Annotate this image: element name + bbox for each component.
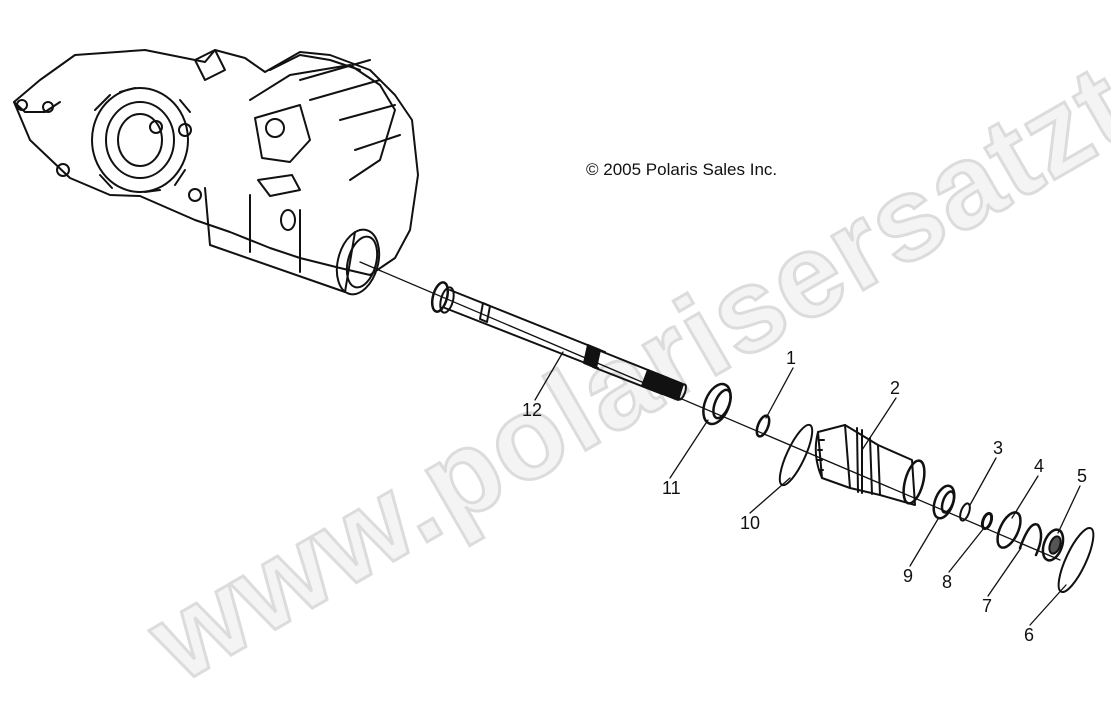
ring-part-8 (980, 511, 994, 531)
seal-part-11 (702, 382, 732, 426)
callout-1: 1 (786, 348, 797, 368)
callout-8: 8 (942, 572, 953, 592)
callout-12: 12 (522, 400, 543, 420)
nut-part-5 (1041, 528, 1065, 562)
callout-6: 6 (1024, 625, 1035, 645)
copyright-notice: © 2005 Polaris Sales Inc. (586, 160, 778, 179)
oring-part-10 (778, 423, 814, 487)
leader-lines (534, 351, 1081, 626)
bearing-part-9 (932, 484, 956, 520)
callout-11: 11 (662, 478, 681, 498)
ring-part-3 (959, 502, 971, 522)
shaft-part-12 (430, 281, 687, 401)
coupler-part-2 (814, 424, 926, 506)
diagram-drawing (13, 49, 1095, 626)
callout-5: 5 (1077, 466, 1088, 486)
callout-10: 10 (740, 513, 761, 533)
transmission-housing (13, 49, 419, 296)
callout-2: 2 (890, 378, 901, 398)
callout-4: 4 (1034, 456, 1045, 476)
snap-ring-part-7 (1018, 523, 1043, 557)
oring-part-1 (755, 414, 771, 438)
callout-7: 7 (982, 596, 993, 616)
ring-part-4 (996, 511, 1022, 549)
callout-9: 9 (903, 566, 914, 586)
parts-diagram: www.polarisersatzteile.de (13, 0, 1111, 708)
oring-part-6 (1057, 526, 1095, 594)
callout-3: 3 (993, 438, 1004, 458)
